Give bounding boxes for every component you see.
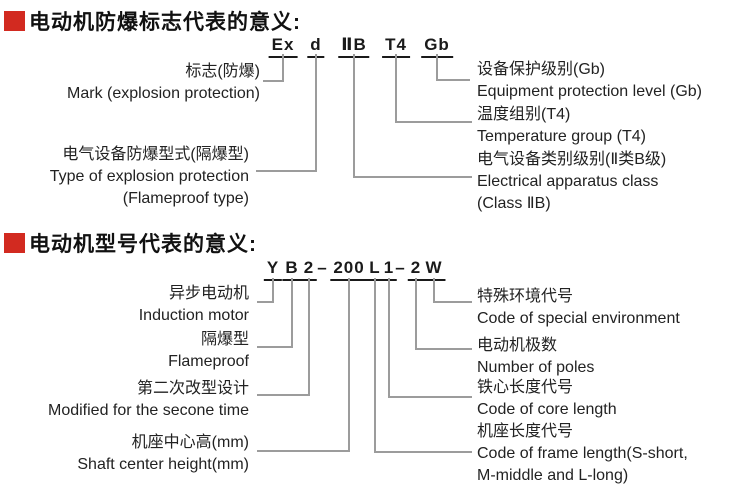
leader-iib-vertical — [353, 54, 355, 178]
label-special: 特殊环境代号 Code of special environment — [477, 286, 680, 330]
label-type-en2: (Flameproof type) — [122, 190, 249, 207]
label-epl: 设备保护级别(Gb) Equipment protection level (G… — [477, 59, 702, 103]
leader-l-horizontal — [374, 451, 472, 453]
leader-y-horizontal — [257, 301, 274, 303]
label-induction-en: Induction motor — [138, 307, 249, 324]
label-temp-en: Temperature group (T4) — [477, 128, 646, 145]
section1-title-text: 电动机防爆标志代表的意义: — [29, 11, 301, 34]
leader-t4-vertical — [395, 54, 397, 123]
label-class-cn: 电气设备类别级别(Ⅱ类B级) — [477, 151, 667, 168]
section1-title: 电动机防爆标志代表的意义: — [4, 6, 301, 36]
label-poles: 电动机极数 Number of poles — [477, 335, 594, 379]
leader-iib-horizontal — [353, 176, 472, 178]
label-frame-en1: Code of frame length(S-short, — [477, 445, 688, 462]
label-modified: 第二次改型设计 Modified for the secone time — [48, 378, 249, 422]
red-square-bullet-icon — [4, 233, 25, 253]
leader-b-vertical — [291, 278, 293, 348]
leader-b-horizontal — [257, 346, 293, 348]
leader-gb-horizontal — [436, 79, 470, 81]
label-induction: 异步电动机 Induction motor — [139, 283, 249, 327]
label-epl-cn: 设备保护级别(Gb) — [477, 61, 606, 78]
label-core-en: Code of core length — [477, 401, 617, 418]
label-poles-en: Number of poles — [477, 359, 595, 376]
leader-w-horizontal — [433, 301, 472, 303]
label-mark-en: Mark (explosion protection) — [67, 85, 260, 102]
label-temp: 温度组别(T4) Temperature group (T4) — [477, 104, 646, 148]
code-dash: – — [317, 258, 327, 277]
label-modified-en: Modified for the secone time — [48, 402, 249, 419]
leader-poles-vertical — [415, 278, 417, 350]
label-class: 电气设备类别级别(Ⅱ类B级) Electrical apparatus clas… — [477, 149, 666, 215]
leader-gb-vertical — [436, 54, 438, 81]
label-flameproof-en: Flameproof — [168, 353, 249, 370]
label-shaft: 机座中心高(mm) Shaft center height(mm) — [77, 432, 249, 476]
label-core-cn: 铁心长度代号 — [477, 379, 574, 396]
leader-200-horizontal — [257, 450, 350, 452]
label-frame-en2: M-middle and L-long) — [477, 467, 629, 484]
label-shaft-cn: 机座中心高(mm) — [131, 434, 249, 451]
label-type-en1: Type of explosion protection — [49, 168, 249, 185]
label-frame: 机座长度代号 Code of frame length(S-short, M-m… — [477, 421, 688, 487]
label-special-en: Code of special environment — [477, 310, 680, 327]
label-mark-cn: 标志(防爆) — [185, 63, 260, 80]
leader-2-vertical — [308, 278, 310, 396]
leader-200-vertical — [348, 278, 350, 452]
label-special-cn: 特殊环境代号 — [477, 288, 574, 305]
label-type: 电气设备防爆型式(隔爆型) Type of explosion protecti… — [50, 144, 249, 210]
label-class-en1: Electrical apparatus class — [477, 173, 659, 190]
label-shaft-en: Shaft center height(mm) — [77, 456, 249, 473]
leader-l-vertical — [374, 278, 376, 453]
label-induction-cn: 异步电动机 — [168, 285, 249, 302]
leader-ex-horizontal — [263, 80, 284, 82]
label-class-en2: (Class ⅡB) — [477, 195, 551, 212]
label-flameproof-cn: 隔爆型 — [200, 331, 249, 348]
leader-y-vertical — [272, 278, 274, 303]
leader-d-horizontal — [256, 170, 317, 172]
label-flameproof: 隔爆型 Flameproof — [168, 329, 249, 373]
leader-t4-horizontal — [395, 121, 472, 123]
leader-1-vertical — [388, 278, 390, 398]
leader-poles-horizontal — [415, 348, 472, 350]
label-poles-cn: 电动机极数 — [477, 337, 558, 354]
leader-1-horizontal — [388, 396, 472, 398]
section2-title-text: 电动机型号代表的意义: — [29, 233, 257, 256]
label-core: 铁心长度代号 Code of core length — [477, 377, 617, 421]
leader-d-vertical — [315, 54, 317, 172]
code-dash: – — [395, 258, 405, 277]
label-frame-cn: 机座长度代号 — [477, 423, 574, 440]
label-modified-cn: 第二次改型设计 — [136, 380, 249, 397]
section2-title: 电动机型号代表的意义: — [4, 228, 257, 258]
label-mark: 标志(防爆) Mark (explosion protection) — [67, 61, 260, 105]
leader-w-vertical — [433, 278, 435, 303]
leader-ex-vertical — [282, 54, 284, 82]
label-type-cn: 电气设备防爆型式(隔爆型) — [62, 146, 249, 163]
label-temp-cn: 温度组别(T4) — [477, 106, 571, 123]
red-square-bullet-icon — [4, 11, 25, 31]
label-epl-en: Equipment protection level (Gb) — [477, 83, 702, 100]
leader-2-horizontal — [257, 394, 310, 396]
